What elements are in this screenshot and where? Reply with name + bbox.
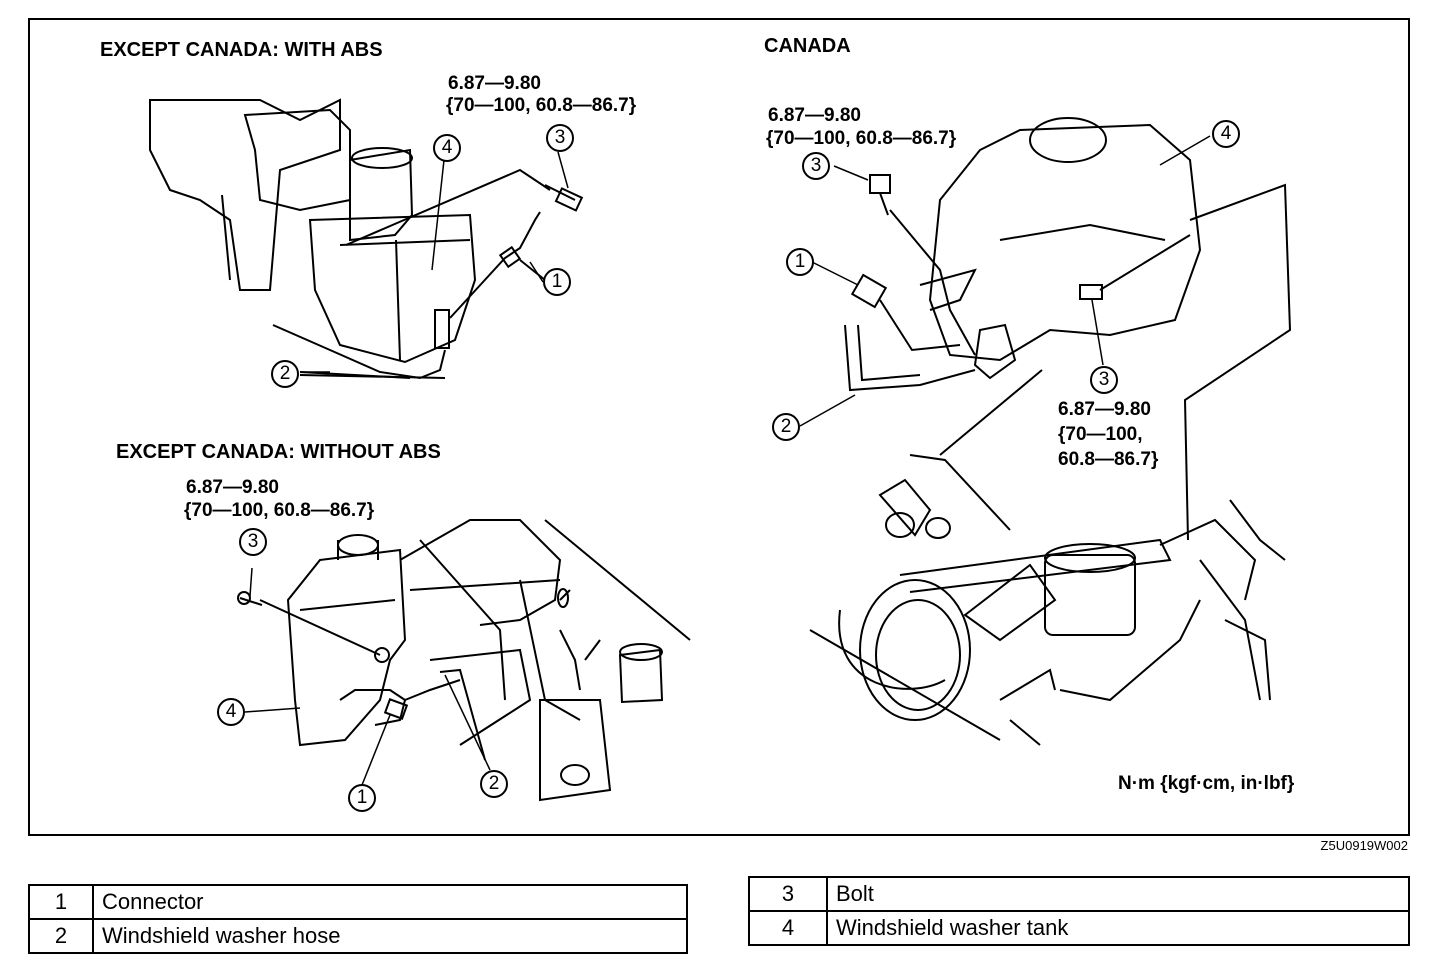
legend-row: 1 Connector bbox=[28, 884, 688, 920]
torque-spec-without-abs-line1: 6.87—9.80 bbox=[186, 477, 279, 498]
callout-3b-canada: 3 bbox=[1090, 366, 1118, 394]
callout-3-with-abs: 3 bbox=[546, 124, 574, 152]
callout-1-without-abs: 1 bbox=[348, 784, 376, 812]
legend-number: 2 bbox=[28, 918, 94, 954]
torque-units-note: N·m {kgf·cm, in·lbf} bbox=[1118, 773, 1295, 794]
callout-4-with-abs: 4 bbox=[433, 134, 461, 162]
callout-2-with-abs: 2 bbox=[271, 360, 299, 388]
callout-2-without-abs: 2 bbox=[480, 770, 508, 798]
without-abs-illustration bbox=[237, 519, 691, 802]
legend-label: Windshield washer hose bbox=[92, 918, 688, 954]
legend-number: 3 bbox=[748, 876, 828, 912]
section-title-without-abs: EXCEPT CANADA: WITHOUT ABS bbox=[116, 441, 441, 463]
callout-2-canada: 2 bbox=[772, 413, 800, 441]
callout-1-canada: 1 bbox=[786, 248, 814, 276]
canada-illustration bbox=[809, 117, 1292, 746]
figure-code: Z5U0919W002 bbox=[1320, 838, 1408, 853]
callout-3-without-abs: 3 bbox=[239, 528, 267, 556]
torque-spec-canada-a-line2: {70—100, 60.8—86.7} bbox=[766, 128, 957, 149]
torque-spec-canada-b-line2: {70—100, bbox=[1058, 424, 1143, 445]
callout-4-without-abs: 4 bbox=[217, 698, 245, 726]
legend-number: 4 bbox=[748, 910, 828, 946]
with-abs-illustration bbox=[149, 98, 584, 380]
legend-table-right: 3 Bolt 4 Windshield washer tank bbox=[748, 876, 1410, 946]
torque-spec-canada-b-line3: 60.8—86.7} bbox=[1058, 449, 1159, 470]
legend-row: 2 Windshield washer hose bbox=[28, 918, 688, 954]
section-title-with-abs: EXCEPT CANADA: WITH ABS bbox=[100, 39, 383, 61]
legend-number: 1 bbox=[28, 884, 94, 920]
legend-label: Windshield washer tank bbox=[826, 910, 1410, 946]
callout-4-canada: 4 bbox=[1212, 120, 1240, 148]
torque-spec-with-abs-line2: {70—100, 60.8—86.7} bbox=[446, 95, 637, 116]
legend-label: Bolt bbox=[826, 876, 1410, 912]
section-title-canada: CANADA bbox=[764, 35, 851, 57]
callout-3-canada: 3 bbox=[802, 152, 830, 180]
torque-spec-canada-b-line1: 6.87—9.80 bbox=[1058, 399, 1151, 420]
diagram-frame bbox=[28, 18, 1410, 836]
torque-spec-with-abs-line1: 6.87—9.80 bbox=[448, 73, 541, 94]
leader-lines bbox=[244, 135, 1211, 786]
torque-spec-canada-a-line1: 6.87—9.80 bbox=[768, 105, 861, 126]
legend-label: Connector bbox=[92, 884, 688, 920]
callout-1-with-abs: 1 bbox=[543, 268, 571, 296]
legend-row: 4 Windshield washer tank bbox=[748, 910, 1410, 946]
legend-row: 3 Bolt bbox=[748, 876, 1410, 912]
legend-table-left: 1 Connector 2 Windshield washer hose bbox=[28, 884, 688, 954]
torque-spec-without-abs-line2: {70—100, 60.8—86.7} bbox=[184, 500, 375, 521]
